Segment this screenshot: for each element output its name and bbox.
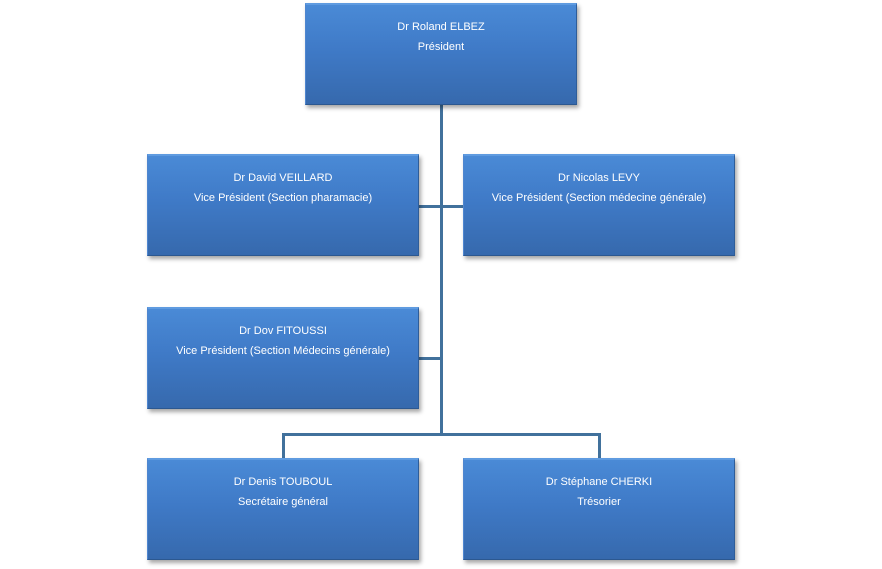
person-name: Dr Denis TOUBOUL: [233, 476, 333, 488]
person-role: Président: [417, 41, 465, 53]
org-box-vp-medecins: Dr Dov FITOUSSI Vice Président (Section …: [147, 307, 419, 409]
person-name: Dr Stéphane CHERKI: [545, 476, 653, 488]
person-name: Dr David VEILLARD: [233, 172, 333, 184]
connector-trunk: [440, 105, 443, 435]
connector-bottom-horizontal: [282, 433, 601, 436]
person-role: Trésorier: [577, 496, 621, 508]
org-box-tresorier: Dr Stéphane CHERKI Trésorier: [463, 458, 735, 560]
person-name: Dr Roland ELBEZ: [397, 21, 485, 33]
person-role: Vice Président (Section médecine général…: [491, 192, 707, 204]
connector-bottom-left: [282, 433, 285, 458]
connector-vp-row1: [419, 205, 463, 208]
org-box-vp-pharmacie: Dr David VEILLARD Vice Président (Sectio…: [147, 154, 419, 256]
person-role: Secrétaire général: [238, 496, 328, 508]
org-box-president: Dr Roland ELBEZ Président: [305, 3, 577, 105]
person-role: Vice Président (Section Médecins général…: [176, 345, 390, 357]
org-box-vp-medecine: Dr Nicolas LEVY Vice Président (Section …: [463, 154, 735, 256]
person-role: Vice Président (Section pharamacie): [193, 192, 373, 204]
org-box-secretaire: Dr Denis TOUBOUL Secrétaire général: [147, 458, 419, 560]
person-name: Dr Nicolas LEVY: [558, 172, 640, 184]
connector-bottom-right: [598, 433, 601, 458]
connector-vp-row2: [419, 357, 441, 360]
person-name: Dr Dov FITOUSSI: [239, 325, 327, 337]
